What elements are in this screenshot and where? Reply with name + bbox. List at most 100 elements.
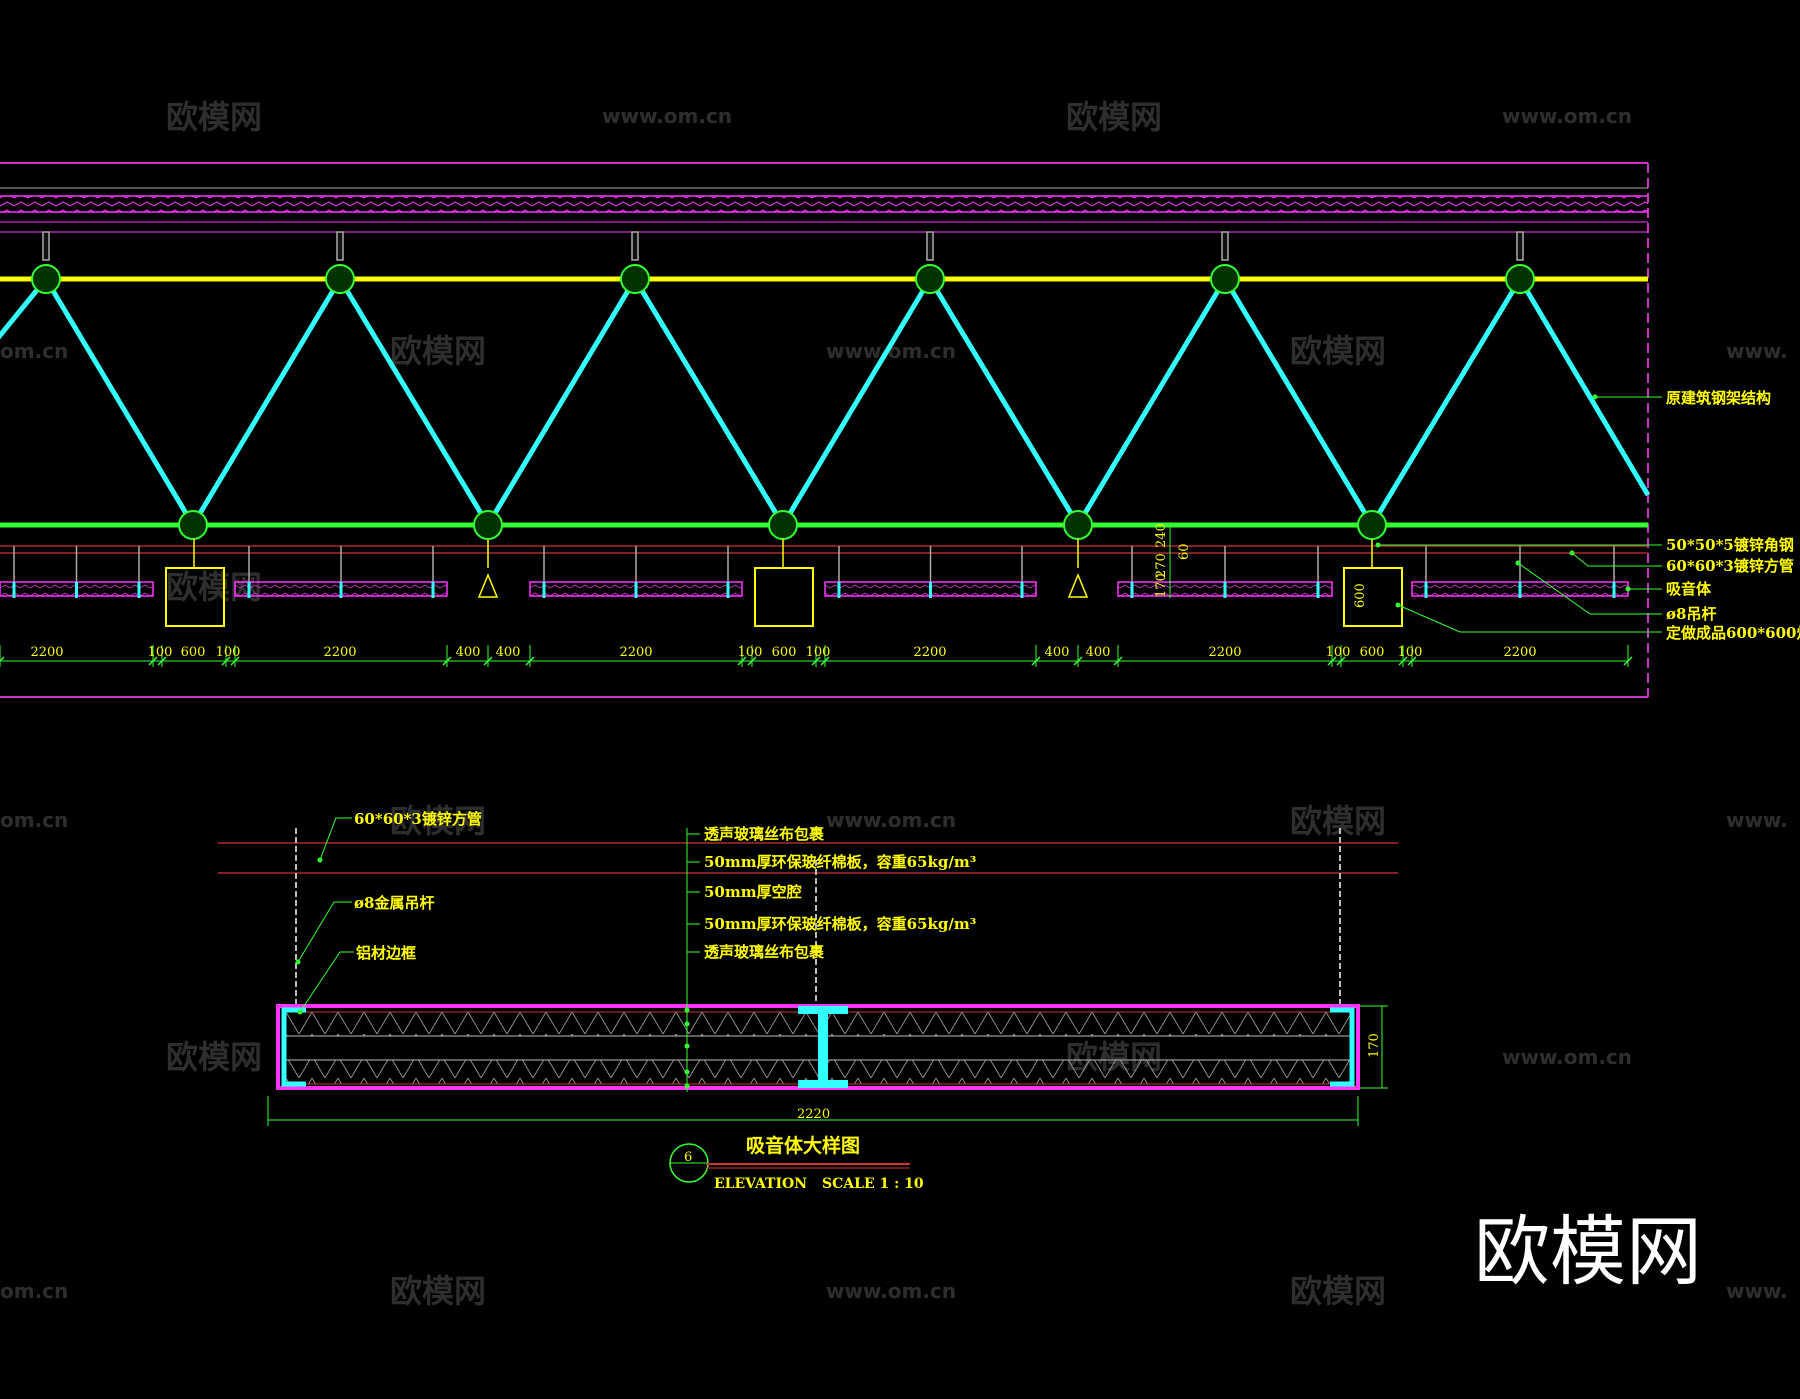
pendant-lamp [477, 573, 499, 598]
vertical-dim-240: 240 [1154, 523, 1169, 548]
truss-node [1063, 510, 1093, 540]
dimension-slash [148, 656, 158, 666]
watermark-site: www.om.cn [826, 808, 956, 832]
dimension-slash [0, 656, 5, 663]
detail-height-text: 170 [1367, 1033, 1382, 1058]
leader-detail-rod [297, 901, 352, 963]
bottom-dimension-text: 600 [1360, 645, 1385, 660]
square-lamp [754, 567, 814, 627]
dimension-slash [525, 656, 535, 666]
dimension-slash [1073, 656, 1083, 666]
view-label: ELEVATION [714, 1176, 807, 1192]
pendant-lamp [1067, 573, 1089, 598]
truss-node [325, 264, 355, 294]
layer-label: 50mm厚环保玻纤棉板，容重65kg/m³ [704, 853, 976, 871]
bottom-dimension-text: 2200 [30, 645, 63, 660]
layer-label: 50mm厚空腔 [704, 883, 802, 901]
leader-dot [684, 1069, 690, 1075]
leader-dot [684, 1043, 690, 1049]
leader-tube [319, 817, 352, 861]
watermark-layer: 欧模网 www.om.cn 欧模网 www.om.cn om.cn 欧模网 ww… [0, 98, 1788, 1310]
watermark-site-prefix: www. [1726, 808, 1788, 832]
bottom-dimension-text: 100 [216, 645, 241, 660]
bottom-dimension-text: 100 [806, 645, 831, 660]
detail-width-text: 2220 [797, 1107, 830, 1122]
truss-hangers [42, 231, 1524, 261]
truss-node [915, 264, 945, 294]
watermark-brand: 欧模网 [1290, 332, 1386, 370]
bottom-dimension-text: 100 [148, 645, 173, 660]
title-block: 6 吸音体大样图 ELEVATION SCALE 1 : 10 [669, 1134, 924, 1192]
vertical-dim-60: 60 [1177, 543, 1192, 560]
truss-hanger [1516, 231, 1524, 261]
truss-hanger [631, 231, 639, 261]
leader-square-tube [1571, 552, 1662, 567]
label-lamp: 定做成品600*600灯 [1666, 624, 1800, 642]
bottom-dimension-text: 2200 [1208, 645, 1241, 660]
label-absorber: 吸音体 [1666, 580, 1712, 598]
label-detail-rod: ø8金属吊杆 [354, 894, 434, 912]
leader-dot [684, 1007, 690, 1013]
watermark-brand: 欧模网 [390, 332, 486, 370]
watermark-site: www.om.cn [1502, 1045, 1632, 1069]
watermark-site-prefix: www. [1726, 339, 1788, 363]
absorber-panels [0, 546, 1629, 598]
leader-dot [317, 857, 323, 863]
leader-dot [1569, 550, 1575, 556]
truss-node [178, 510, 208, 540]
truss-diagonal [0, 277, 48, 340]
truss-hanger [42, 231, 50, 261]
bottom-dimension-text: 2200 [619, 645, 652, 660]
dimension-slash [1398, 656, 1408, 666]
truss-diagonal [190, 277, 343, 527]
truss-diagonal [337, 277, 491, 527]
leader-rod [1517, 562, 1662, 615]
dimension-slash [1031, 656, 1041, 666]
leader-dot [684, 1083, 690, 1089]
truss-node [1357, 510, 1387, 540]
truss-hanger [926, 231, 934, 261]
watermark-site: www.om.cn [826, 1279, 956, 1303]
layer-label: 50mm厚环保玻纤棉板，容重65kg/m³ [704, 915, 976, 933]
brand-logo: 欧模网 [1474, 1207, 1702, 1296]
watermark-site: www.om.cn [1502, 104, 1632, 128]
dimension-slash [1623, 656, 1633, 666]
truss-node [473, 510, 503, 540]
elevation-leaders: 原建筑钢架结构 50*50*5镀锌角钢 60*60*3镀锌方管 吸音体 ø8吊杆… [1375, 389, 1800, 642]
bottom-dimension-text: 2200 [913, 645, 946, 660]
truss-diagonal [927, 277, 1081, 527]
watermark-brand: 欧模网 [1290, 1272, 1386, 1310]
bottom-dimension-text: 2200 [1503, 645, 1536, 660]
watermark-brand: 欧模网 [390, 1272, 486, 1310]
leader-dot [1625, 586, 1631, 592]
truss-node [1210, 264, 1240, 294]
label-angle-steel: 50*50*5镀锌角钢 [1666, 536, 1794, 554]
detail-height-dimension: 170 [1360, 1005, 1388, 1089]
dimension-slash [747, 656, 757, 666]
detail-hanger-rods [295, 828, 1341, 1008]
truss-diagonal [780, 277, 933, 527]
square-lamp [165, 567, 225, 627]
layer-leader-dots [684, 1007, 690, 1089]
watermark-brand: 欧模网 [166, 1038, 262, 1076]
truss-diagonal [632, 277, 786, 527]
truss-diagonal [43, 277, 196, 527]
truss-diagonal [1517, 277, 1651, 497]
layer-label: 透声玻璃丝布包裹 [704, 943, 825, 961]
dimension-slash [811, 656, 821, 666]
watermark-site-partial: om.cn [0, 1279, 68, 1303]
truss-diagonal [1075, 277, 1228, 527]
dimension-slash [157, 656, 167, 666]
leader-dot [295, 959, 301, 965]
i-beam-top-flange [798, 1006, 848, 1014]
label-square-tube: 60*60*3镀锌方管 [1666, 557, 1794, 575]
dimension-slash [1327, 656, 1337, 666]
leader-lamp [1397, 604, 1662, 633]
vertical-dim-170: 170 [1154, 573, 1169, 598]
bottom-dimension-text: 600 [181, 645, 206, 660]
truss-node [31, 264, 61, 294]
watermark-brand: 欧模网 [1290, 802, 1386, 840]
